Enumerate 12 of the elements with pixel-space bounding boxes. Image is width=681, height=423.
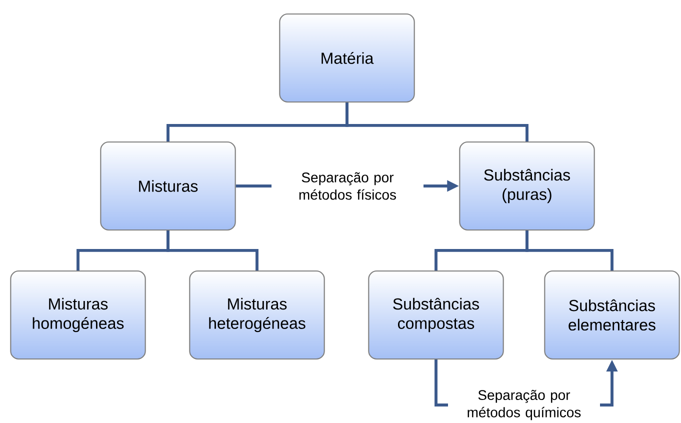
category-box: Matéria bbox=[279, 13, 415, 103]
category-box: Misturas heterogéneas bbox=[189, 270, 325, 360]
category-box: Misturas homogéneas bbox=[10, 270, 146, 360]
connector bbox=[166, 230, 258, 270]
category-box: Substâncias (puras) bbox=[459, 141, 595, 231]
connector bbox=[346, 102, 528, 142]
category-box: Misturas bbox=[100, 141, 236, 231]
edge-label: Separação por métodos químicos bbox=[448, 388, 600, 422]
category-box: Substâncias compostas bbox=[368, 270, 504, 360]
category-box: Substâncias elementares bbox=[544, 270, 680, 360]
connector bbox=[526, 230, 614, 270]
edge-label: Separação por métodos físicos bbox=[272, 170, 424, 202]
